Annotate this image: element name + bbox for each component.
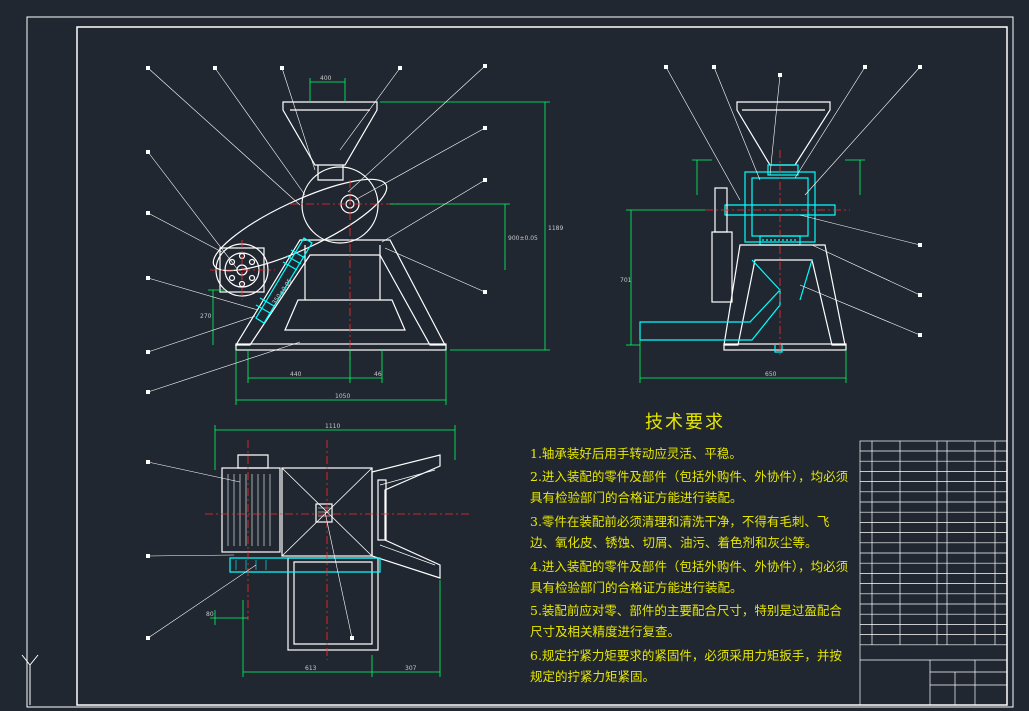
discharge-chute: [639, 288, 781, 341]
plan-motor: [221, 467, 281, 553]
requirements-title: 技术要求: [645, 412, 725, 433]
hopper: [282, 101, 378, 166]
base-plate: [235, 343, 447, 351]
side-frame: [723, 244, 846, 346]
requirement-item-2: 2.进入装配的零件及部件（包括外购件、外协件），均必须具有检验部门的合格证方能进…: [530, 469, 849, 505]
belt: [212, 178, 388, 272]
dim-front-mid: 900±0.05: [508, 235, 538, 242]
outer-border: [26, 16, 1014, 708]
title-block: [859, 440, 1008, 706]
dim-plan-bottom-a: 613: [305, 665, 317, 672]
requirement-item-6: 6.规定拧紧力矩要求的紧固件，必须采用力矩扳手，并按规定的拧紧力矩紧固。: [530, 648, 842, 684]
side-hopper: [736, 101, 831, 166]
dim-front-bottom-a: 440: [290, 371, 302, 378]
dim-side-height: 701: [620, 277, 632, 284]
side-view: [639, 101, 847, 353]
dim-front-bottom-b: 46: [374, 371, 382, 378]
dim-side-bottom: 650: [765, 371, 777, 378]
requirement-item-1: 1.轴承装好后用手转动应灵活、平稳。: [530, 446, 742, 461]
frame: [234, 239, 446, 346]
sheet-corner-mark: [21, 654, 39, 705]
dim-plan-left: 80: [206, 611, 214, 618]
dim-front-height: 1189: [548, 225, 563, 232]
dim-front-total: 1050: [335, 393, 350, 400]
crusher-housing: [301, 166, 379, 244]
requirement-item-5: 5.装配前应对零、部件的主要配合尺寸，特别是过盈配合尺寸及相关精度进行复查。: [530, 603, 842, 639]
dim-front-top: 400: [320, 75, 332, 82]
dim-plan-top: 1110: [325, 423, 340, 430]
requirement-item-4: 4.进入装配的零件及部件（包括外购件、外协件），均必须具有检验部门的合格证方能进…: [530, 559, 849, 595]
plan-frame: [371, 454, 441, 579]
plan-view: [221, 454, 441, 651]
inner-border: [76, 26, 1008, 706]
requirement-item-3: 3.零件在装配前必须清理和清洗干净，不得有毛刺、飞边、氧化皮、锈蚀、切屑、油污、…: [530, 514, 830, 550]
dim-front-side: 270: [200, 313, 212, 320]
front-view: [212, 101, 447, 351]
dim-plan-bottom-b: 307: [405, 665, 417, 672]
